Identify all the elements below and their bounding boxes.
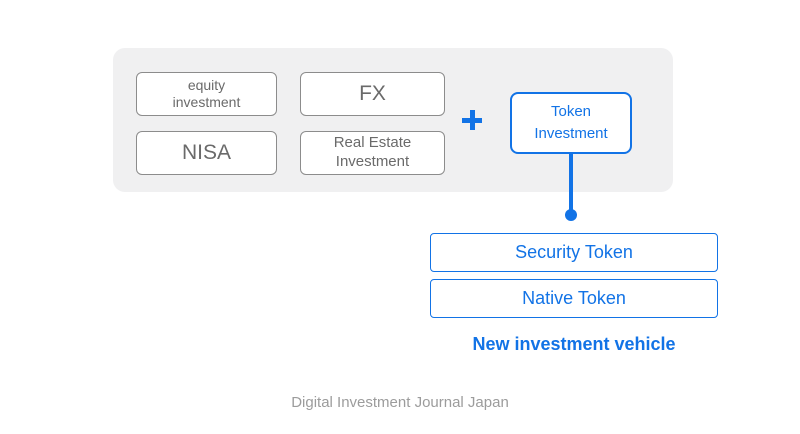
connector-dot [565,209,577,221]
box-security-token: Security Token [430,233,718,272]
box-nisa: NISA [136,131,277,175]
plus-icon [462,110,482,130]
box-token-investment: Token Investment [510,92,632,154]
box-native-token: Native Token [430,279,718,318]
box-fx: FX [300,72,445,116]
footer-credit: Digital Investment Journal Japan [291,394,509,411]
connector-line [569,154,573,212]
box-real-estate-investment: Real Estate Investment [300,131,445,175]
new-investment-vehicle-caption: New investment vehicle [472,334,676,354]
box-equity-investment: equity investment [136,72,277,116]
